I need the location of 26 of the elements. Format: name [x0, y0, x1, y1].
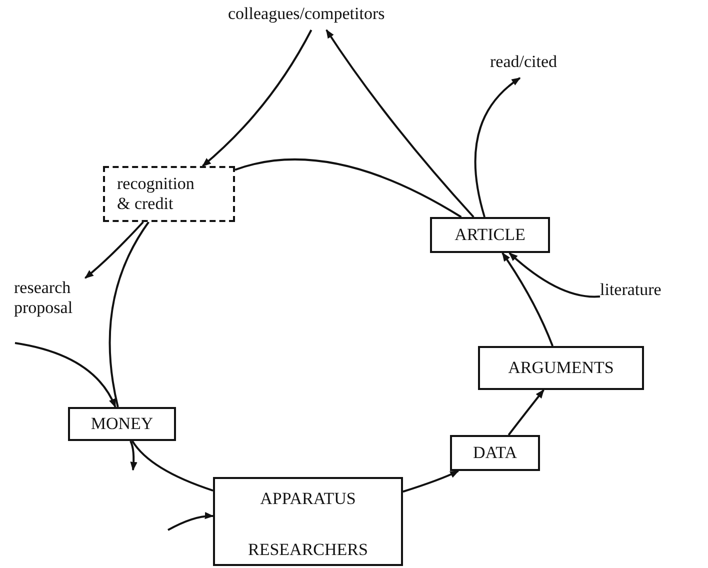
arrow — [14, 342, 116, 408]
input-label: research proposal — [14, 278, 102, 322]
box-text: RESEARCHERS — [248, 540, 368, 560]
process-box: ARTICLE — [430, 217, 550, 253]
arrow — [474, 77, 521, 218]
input-label: literature — [600, 280, 680, 306]
arrow — [508, 252, 600, 298]
arrow — [130, 440, 138, 471]
box-text: APPARATUS — [260, 489, 356, 509]
connector-line — [234, 158, 462, 218]
arrow — [202, 30, 312, 167]
arrow — [326, 29, 474, 218]
source-label: colleagues/competitors — [228, 4, 408, 30]
process-box — [213, 477, 403, 566]
process-box: MONEY — [68, 407, 176, 441]
arrow — [168, 512, 214, 531]
arrow — [84, 221, 144, 279]
arrow — [502, 252, 554, 346]
process-box: ARGUMENTS — [478, 346, 644, 390]
arrow — [402, 470, 460, 493]
connector-line — [132, 440, 214, 492]
process-box: DATA — [450, 435, 540, 471]
dashed-box: recognition & credit — [103, 166, 235, 222]
connector-line — [108, 221, 150, 408]
arrow — [508, 389, 544, 436]
outcome-label: read/cited — [490, 52, 590, 78]
